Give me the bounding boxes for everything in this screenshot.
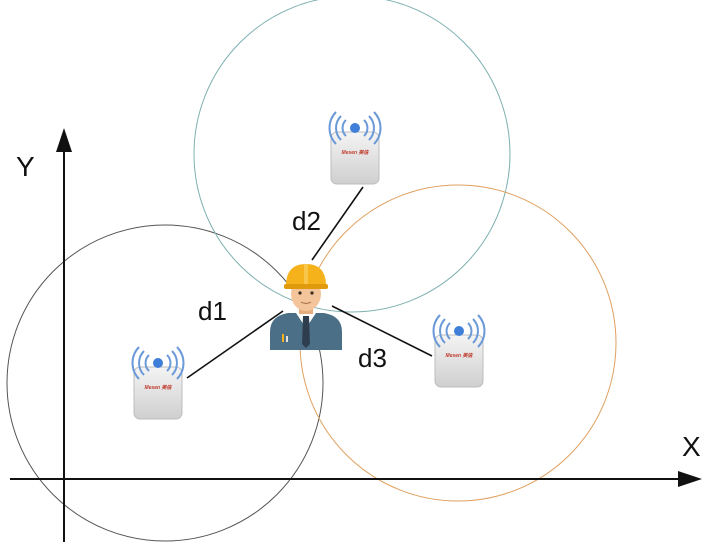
distance-line-d3 (331, 305, 433, 357)
y-axis-arrow (56, 128, 72, 152)
distance-label-d2: d2 (292, 206, 321, 236)
anchor-brand-label: Mesen 美信 (145, 384, 173, 391)
anchor-brand-label: Mesen 美信 (342, 149, 370, 156)
distance-line-d1 (186, 310, 284, 379)
uwb-anchor-icon: Mesen 美信 (432, 314, 486, 388)
uwb-anchor-icon: Mesen 美信 (328, 111, 382, 185)
worker-icon (270, 264, 342, 350)
distance-label-d1: d1 (198, 296, 227, 326)
range-circle-left (6, 224, 324, 542)
range-circle-top (193, 0, 511, 313)
y-axis-label: Y (16, 151, 35, 182)
distance-line-d2 (311, 186, 364, 261)
anchor-brand-label: Mesen 美信 (446, 352, 474, 359)
distance-label-d3: d3 (358, 343, 387, 373)
x-axis-arrow (678, 471, 702, 487)
uwb-anchor-icon: Mesen 美信 (131, 346, 185, 420)
x-axis-label: X (682, 431, 701, 462)
